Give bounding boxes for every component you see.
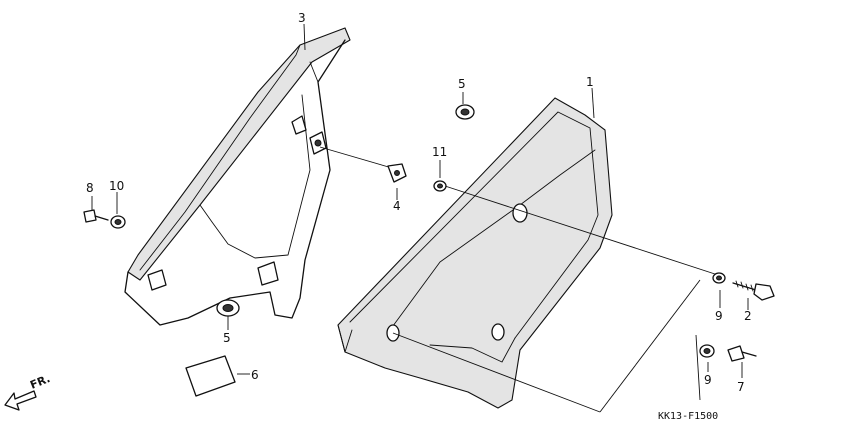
callout-8: 8 [86,181,94,195]
part-6-label-plate [185,355,236,397]
callout-numbers: 3 5 1 11 4 8 10 5 6 9 2 9 7 [86,11,752,394]
part-10-collar [110,215,126,229]
part-3-inner-cover [124,27,351,326]
callout-7: 7 [737,380,745,394]
part-9-washer-lower [699,344,715,358]
callout-9-upper: 9 [715,309,723,323]
part-8-bolt [83,209,109,223]
part-9-washer-upper [712,272,726,284]
callout-5-lower: 5 [223,331,231,345]
part-1-side-cover [337,97,613,409]
part-5-grommet-upper [455,104,475,120]
part-11-washer [433,180,447,192]
front-direction-arrow: FR. [4,372,52,411]
callout-1: 1 [586,75,594,89]
part-2-quarter-turn-screw [732,280,775,301]
part-7-bolt [727,345,757,362]
diagram-code: KK13-F1500 [658,411,718,422]
callout-5-upper: 5 [458,77,466,91]
direction-label: FR. [28,372,52,392]
part-5-grommet-lower [216,299,240,317]
callout-4: 4 [393,199,401,213]
callout-9-lower: 9 [704,373,712,387]
leader-lines [91,23,749,413]
callout-10: 10 [109,179,124,193]
callout-6: 6 [251,368,259,382]
callout-3: 3 [298,11,306,25]
callout-11: 11 [432,145,447,159]
callout-2: 2 [744,309,752,323]
part-4-clip [387,163,407,183]
